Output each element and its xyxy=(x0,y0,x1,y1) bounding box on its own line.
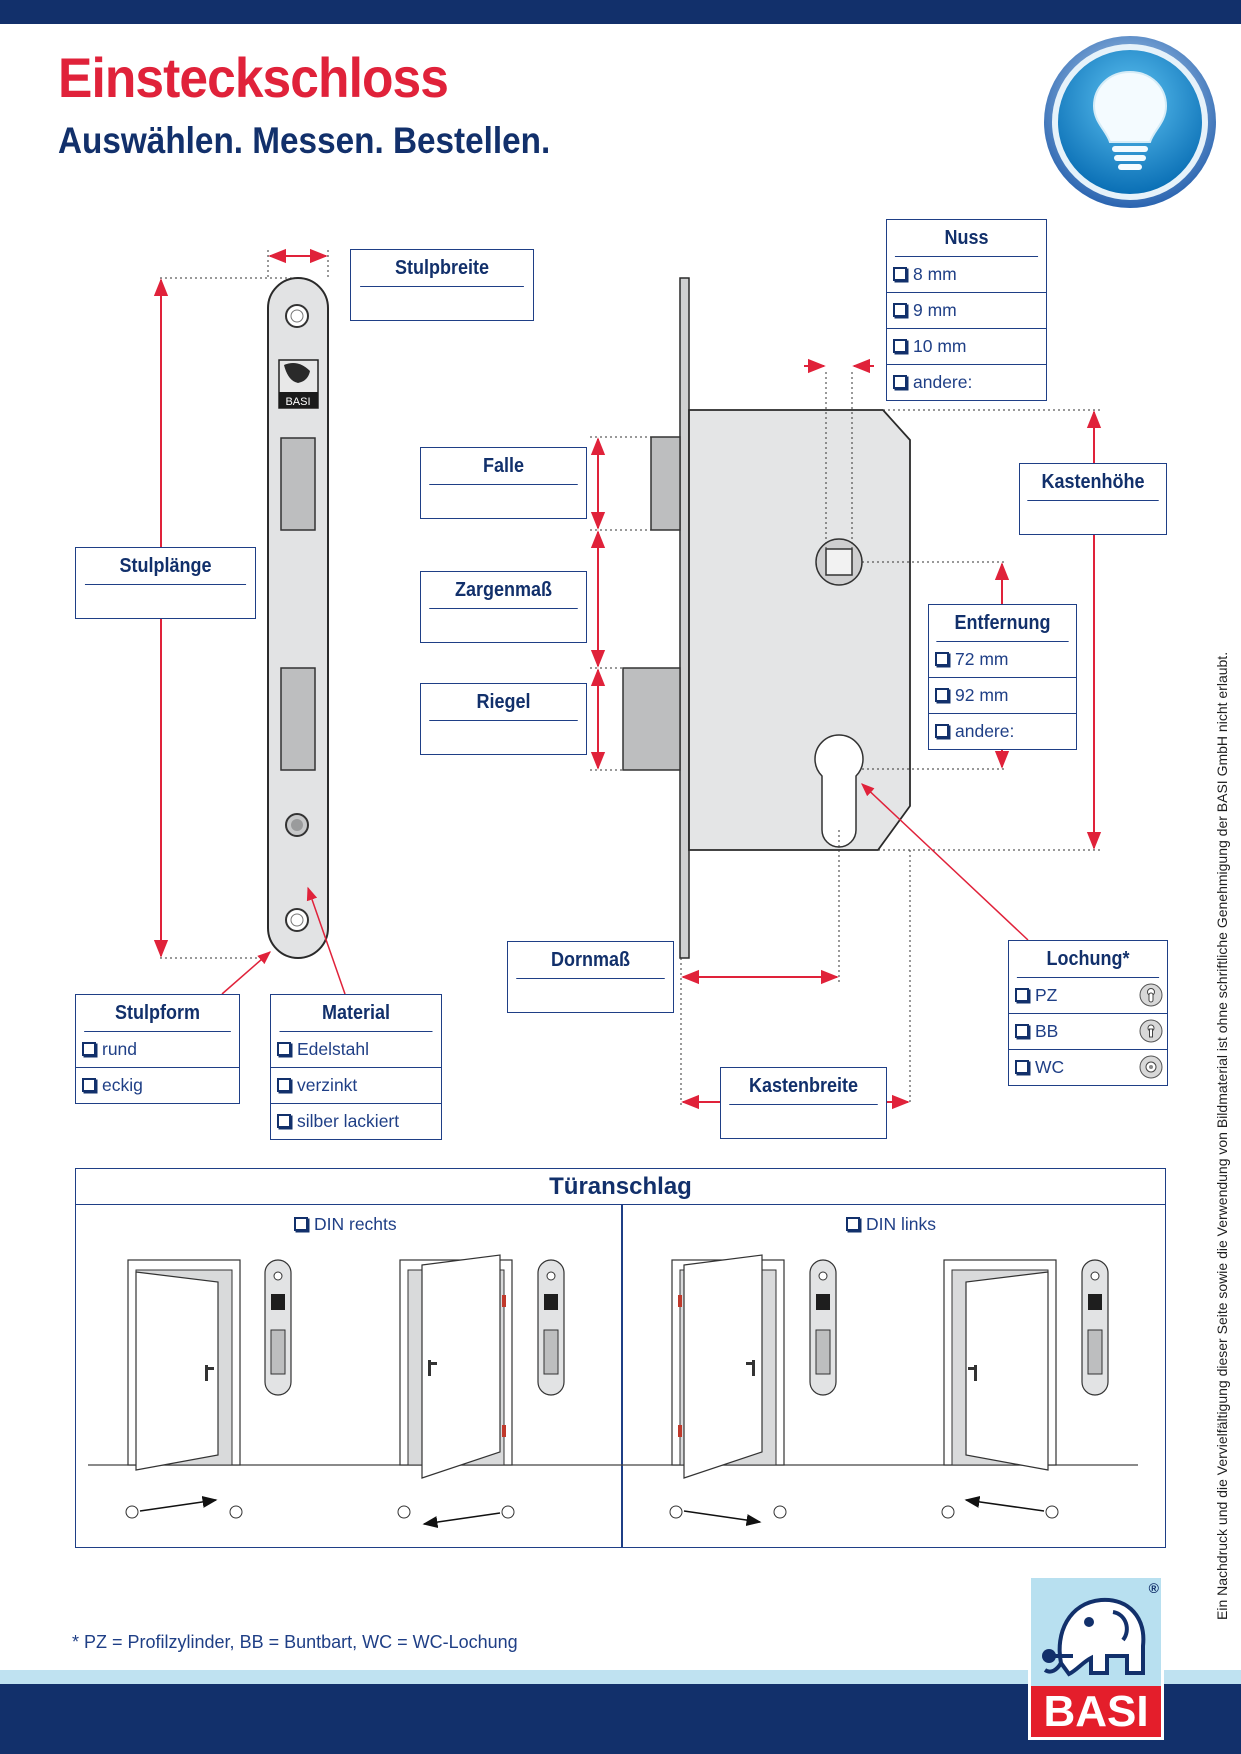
kastenhoehe-field: Kastenhöhe xyxy=(1019,463,1167,535)
din-links-option[interactable]: DIN links xyxy=(846,1214,936,1235)
dornmass-field: Dornmaß xyxy=(507,941,674,1013)
dornmass-label: Dornmaß xyxy=(516,942,665,979)
material-title: Material xyxy=(279,995,433,1032)
material-options: Material Edelstahl verzinkt silber lacki… xyxy=(270,994,442,1140)
material-option-edelstahl[interactable]: Edelstahl xyxy=(271,1032,441,1068)
stulpform-options: Stulpform rund eckig xyxy=(75,994,240,1104)
lightbulb-icon xyxy=(1044,36,1216,208)
checkbox-icon[interactable] xyxy=(893,339,907,353)
tueranschlag-title: Türanschlag xyxy=(76,1169,1165,1205)
nuss-options: Nuss 8 mm 9 mm 10 mm andere: xyxy=(886,219,1047,401)
checkbox-icon[interactable] xyxy=(1015,1060,1029,1074)
kastenbreite-label: Kastenbreite xyxy=(729,1068,878,1105)
material-option-verzinkt[interactable]: verzinkt xyxy=(271,1068,441,1104)
kastenhoehe-label: Kastenhöhe xyxy=(1027,464,1159,501)
entfernung-options: Entfernung 72 mm 92 mm andere: xyxy=(928,604,1077,750)
nuss-title: Nuss xyxy=(894,220,1039,257)
lochung-option-pz[interactable]: PZ xyxy=(1009,978,1167,1014)
checkbox-icon[interactable] xyxy=(277,1078,291,1092)
stulpform-option-rund[interactable]: rund xyxy=(76,1032,239,1068)
checkbox-icon[interactable] xyxy=(1015,988,1029,1002)
falle-input-area[interactable] xyxy=(421,485,586,519)
material-option-silber-lackiert[interactable]: silber lackiert xyxy=(271,1104,441,1139)
checkbox-icon[interactable] xyxy=(893,375,907,389)
lochung-option-wc[interactable]: WC xyxy=(1009,1050,1167,1085)
checkbox-icon[interactable] xyxy=(935,724,949,738)
checkbox-icon[interactable] xyxy=(935,688,949,702)
checkbox-icon[interactable] xyxy=(82,1078,96,1092)
entfernung-option-72mm[interactable]: 72 mm xyxy=(929,642,1076,678)
stulplaenge-input-area[interactable] xyxy=(76,585,255,619)
logo-text: BASI xyxy=(1031,1686,1161,1737)
checkbox-icon[interactable] xyxy=(1015,1024,1029,1038)
panel-divider xyxy=(621,1204,623,1547)
zargenmass-label: Zargenmaß xyxy=(429,572,578,609)
bottom-stripe-light xyxy=(0,1670,1241,1684)
zargenmass-input-area[interactable] xyxy=(421,609,586,643)
nuss-option-andere[interactable]: andere: xyxy=(887,365,1046,400)
bit-key-keyhole-icon xyxy=(1139,1019,1163,1043)
profile-cylinder-keyhole-icon xyxy=(1139,983,1163,1007)
wc-lock-icon xyxy=(1139,1055,1163,1079)
stulpform-option-eckig[interactable]: eckig xyxy=(76,1068,239,1103)
entfernung-option-92mm[interactable]: 92 mm xyxy=(929,678,1076,714)
registered-mark: ® xyxy=(1148,1580,1159,1596)
kastenbreite-input-area[interactable] xyxy=(721,1105,886,1139)
faceplate-logo-text: BASI xyxy=(285,396,310,408)
riegel-label: Riegel xyxy=(429,684,578,721)
nuss-option-8mm[interactable]: 8 mm xyxy=(887,257,1046,293)
checkbox-icon[interactable] xyxy=(294,1217,308,1231)
footnote: * PZ = Profilzylinder, BB = Buntbart, WC… xyxy=(72,1632,518,1652)
riegel-field: Riegel xyxy=(420,683,587,755)
elephant-icon xyxy=(1042,1597,1146,1677)
tueranschlag-panel: Türanschlag DIN rechts DIN links xyxy=(75,1168,1166,1548)
din-rechts-option[interactable]: DIN rechts xyxy=(294,1214,397,1235)
checkbox-icon[interactable] xyxy=(277,1114,291,1128)
stulpbreite-field: Stulpbreite xyxy=(350,249,534,321)
checkbox-icon[interactable] xyxy=(893,303,907,317)
lock-technical-drawing: BASI xyxy=(153,248,1102,1110)
top-bar xyxy=(0,0,1241,24)
falle-label: Falle xyxy=(429,448,578,485)
entfernung-title: Entfernung xyxy=(936,605,1069,642)
stulplaenge-label: Stulplänge xyxy=(84,548,247,585)
dornmass-input-area[interactable] xyxy=(508,979,673,1013)
falle-field: Falle xyxy=(420,447,587,519)
entfernung-option-andere[interactable]: andere: xyxy=(929,714,1076,749)
checkbox-icon[interactable] xyxy=(935,652,949,666)
page-subtitle: Auswählen. Messen. Bestellen. xyxy=(58,120,551,161)
faceplate: BASI xyxy=(267,277,329,959)
checkbox-icon[interactable] xyxy=(846,1217,860,1231)
checkbox-icon[interactable] xyxy=(82,1042,96,1056)
zargenmass-field: Zargenmaß xyxy=(420,571,587,643)
copyright-note: Ein Nachdruck und die Vervielfältigung d… xyxy=(1214,651,1230,1620)
checkbox-icon[interactable] xyxy=(893,267,907,281)
logo-elephant-area xyxy=(1031,1578,1161,1686)
page-title: Einsteckschloss xyxy=(58,46,449,109)
riegel-input-area[interactable] xyxy=(421,721,586,755)
lochung-title: Lochung* xyxy=(1016,941,1160,978)
nuss-option-10mm[interactable]: 10 mm xyxy=(887,329,1046,365)
basi-logo: ® BASI xyxy=(1028,1575,1164,1740)
nuss-option-9mm[interactable]: 9 mm xyxy=(887,293,1046,329)
stulpbreite-input-area[interactable] xyxy=(351,287,533,321)
stulplaenge-field: Stulplänge xyxy=(75,547,256,619)
lochung-options: Lochung* PZ BB WC xyxy=(1008,940,1168,1086)
kastenhoehe-input-area[interactable] xyxy=(1020,501,1166,535)
stulpbreite-label: Stulpbreite xyxy=(360,250,524,287)
lock-case xyxy=(622,277,911,959)
kastenbreite-field: Kastenbreite xyxy=(720,1067,887,1139)
lochung-option-bb[interactable]: BB xyxy=(1009,1014,1167,1050)
checkbox-icon[interactable] xyxy=(277,1042,291,1056)
stulpform-title: Stulpform xyxy=(84,995,231,1032)
